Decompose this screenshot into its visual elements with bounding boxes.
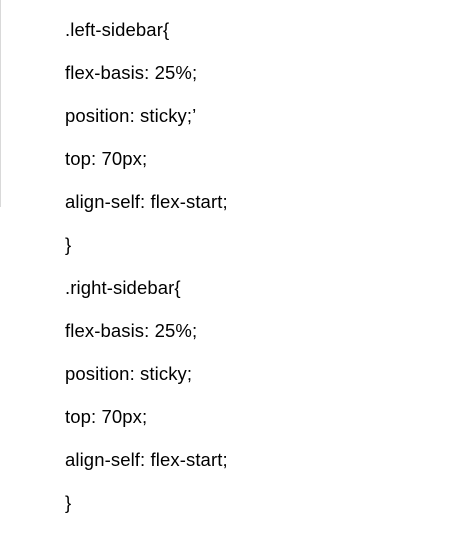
code-line: flex-basis: 25%; — [65, 320, 198, 341]
code-line: } — [65, 492, 72, 513]
code-line: .left-sidebar{ — [65, 19, 170, 40]
code-line: top: 70px; — [65, 148, 148, 169]
code-line: flex-basis: 25%; — [65, 62, 198, 83]
page-edge-divider — [0, 0, 1, 207]
code-line: .right-sidebar{ — [65, 277, 181, 298]
code-line: } — [65, 234, 72, 255]
code-line: top: 70px; — [65, 406, 148, 427]
code-line: position: sticky; — [65, 363, 193, 384]
code-text-block: .left-sidebar{ flex-basis: 25%; position… — [65, 17, 228, 533]
code-line: align-self: flex-start; — [65, 449, 228, 470]
code-line: align-self: flex-start; — [65, 191, 228, 212]
code-line: position: sticky;’ — [65, 105, 197, 126]
